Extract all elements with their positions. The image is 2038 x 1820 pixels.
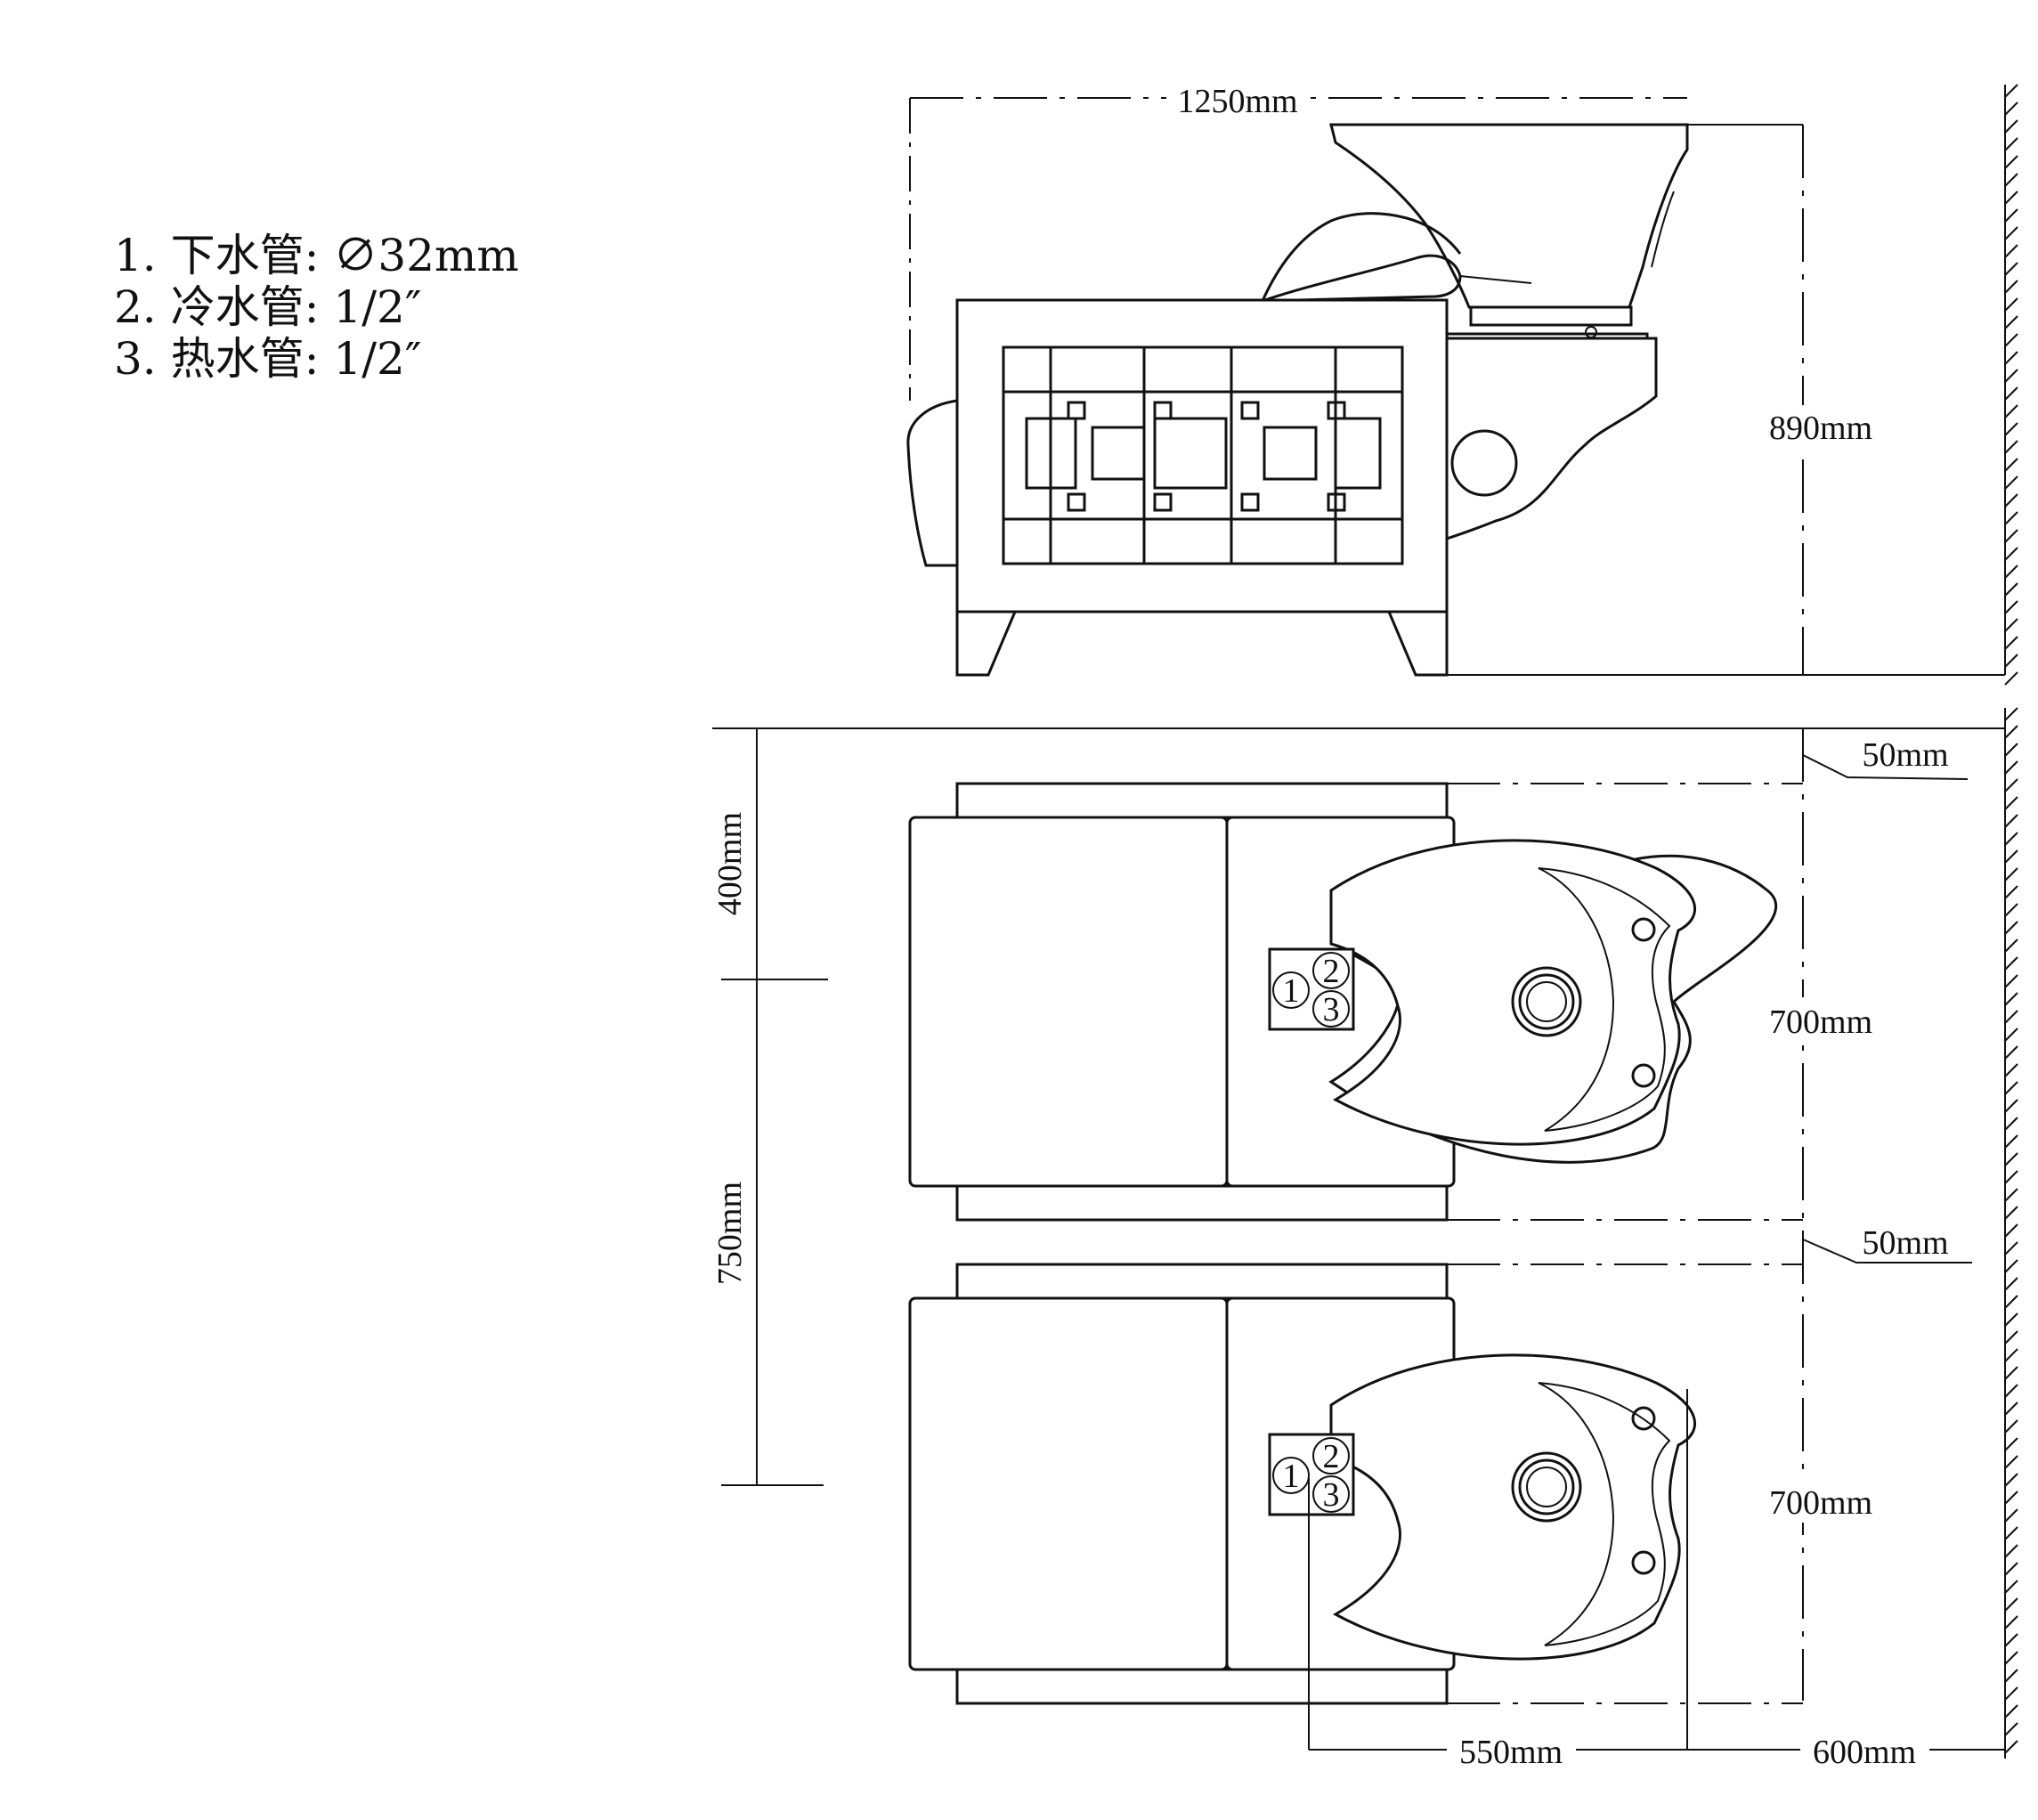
drain-trap-circle	[1450, 429, 1518, 497]
drain-hole	[1511, 966, 1582, 1037]
pipe-marker-drain: 1	[1283, 972, 1300, 1010]
legend-value: 1/2″	[333, 333, 422, 385]
dim-offset-400: 400mm	[711, 812, 749, 915]
chair-leg-left	[955, 611, 1017, 677]
lattice-frame	[1002, 345, 1404, 565]
legend-name: 下水管:	[170, 230, 320, 281]
pipe-marker-cold: 2	[1323, 953, 1340, 990]
pipe-marker-hot: 3	[1323, 1476, 1340, 1514]
dim-pitch-750: 750mm	[711, 1182, 749, 1285]
legend-name: 冷水管:	[170, 281, 320, 333]
dim-depth-2: 700mm	[1769, 1484, 1872, 1522]
headrest-cushion	[1262, 254, 1462, 303]
legend-num: 1.	[114, 230, 157, 281]
legend-row-cold: 2. 冷水管: 1/2″	[114, 281, 519, 333]
legend-value: 1/2″	[333, 281, 422, 333]
plan-view: 1 2 3 1 2 3	[706, 727, 2005, 1772]
unit-2: 1 2 3	[908, 1263, 1696, 1705]
dim-len-550: 550mm	[1459, 1734, 1563, 1771]
legend-name: 热水管:	[170, 333, 320, 385]
basin-pedestal	[1445, 337, 1658, 541]
legend-num: 2.	[114, 281, 157, 333]
unit-1: 1 2 3	[908, 782, 1777, 1222]
dim-total-length: 1250mm	[909, 78, 1687, 401]
pipe-marker-box	[1268, 947, 1355, 1031]
chair-body	[955, 298, 1449, 613]
pipe-marker-cold: 2	[1323, 1438, 1340, 1475]
dim-label: 50mm	[1862, 736, 1948, 774]
dim-len-600: 600mm	[1813, 1734, 1916, 1771]
wall	[2004, 84, 2018, 1759]
lattice-pattern	[1003, 347, 1402, 564]
dim-label: 50mm	[1862, 1224, 1948, 1262]
basin-bowl	[1329, 123, 1689, 309]
dim-bottom: 550mm 600mm	[1308, 1389, 2005, 1772]
drain-hole	[1511, 1451, 1582, 1523]
legend-row-hot: 3. 热水管: 1/2″	[114, 333, 519, 385]
legend-num: 3.	[114, 333, 157, 385]
dim-depth-1: 700mm	[1769, 1003, 1872, 1041]
legend-value: ∅32mm	[333, 230, 519, 281]
chair-leg-right	[1387, 611, 1449, 677]
legend-row-drain: 1. 下水管: ∅32mm	[114, 230, 519, 281]
pipe-marker-box	[1268, 1433, 1355, 1516]
dim-label: 890mm	[1769, 410, 1872, 447]
pipe-marker-drain: 1	[1283, 1458, 1300, 1495]
elevation-view: 1250mm 890mm	[906, 78, 2005, 677]
dim-left-vertical: 400mm 750mm	[706, 728, 828, 1486]
dim-height: 890mm	[1687, 124, 1883, 675]
chair-back-cushion	[906, 399, 958, 567]
pipe-legend: 1. 下水管: ∅32mm 2. 冷水管: 1/2″ 3. 热水管: 1/2″	[114, 230, 519, 385]
dim-label: 1250mm	[1177, 83, 1297, 120]
basin-plan	[1329, 1353, 1696, 1661]
dim-gap-mid: 50mm	[1802, 1224, 1972, 1263]
dim-gap-top: 50mm	[1802, 736, 1969, 780]
pipe-marker-hot: 3	[1323, 991, 1340, 1028]
